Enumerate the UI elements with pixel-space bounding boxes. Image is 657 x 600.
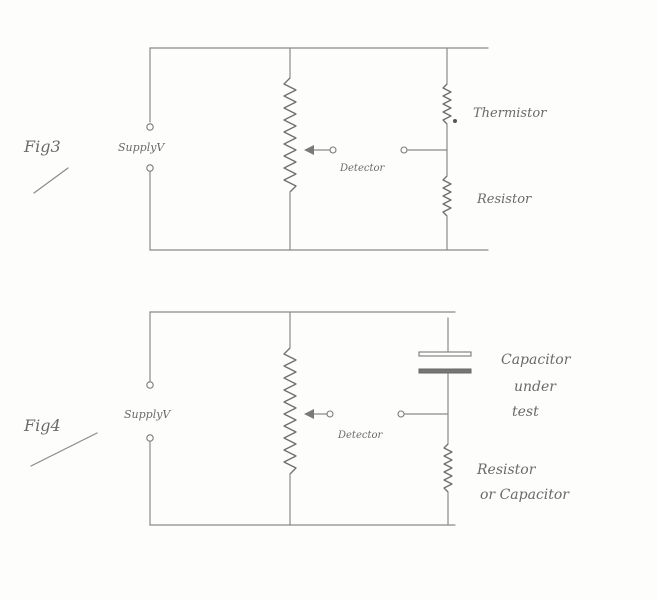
figure-3: Fig3 SupplyV Detector Thermistor Resisto… <box>23 47 547 251</box>
fig4-resistor-or-capacitor <box>443 443 453 493</box>
fig4-detector-terminal-right <box>397 410 405 418</box>
fig3-resistor-label: Resistor <box>476 192 532 207</box>
fig4-detector-label: Detector <box>337 430 384 441</box>
fig4-detector-terminal-left <box>326 410 334 418</box>
fig4-capacitor-label-line1: Capacitor <box>501 352 572 368</box>
fig3-supply-terminal-bottom <box>146 164 154 172</box>
fig4-label: Fig4 <box>23 416 61 435</box>
fig3-thermistor-label: Thermistor <box>473 106 547 121</box>
fig4-capacitor-plate-bottom <box>418 368 472 374</box>
fig4-resistor-label-line1: Resistor <box>476 462 537 478</box>
fig4-capacitor-plate-top <box>418 351 472 357</box>
fig3-wiper-arrow-icon <box>304 145 314 155</box>
fig4-capacitor-label-line3: test <box>512 404 539 420</box>
fig3-label: Fig3 <box>23 137 61 156</box>
fig4-supply-terminal-bottom <box>146 434 154 442</box>
fig3-supply-terminal-top <box>146 123 154 131</box>
fig3-detector-terminal-right <box>400 146 408 154</box>
fig4-supply-label: SupplyV <box>124 408 171 421</box>
fig3-thermistor-dot-icon <box>453 119 457 123</box>
fig3-potentiometer <box>283 77 297 193</box>
figure-4: Fig4 SupplyV Detector Capacitor under te… <box>23 311 572 526</box>
fig4-potentiometer <box>283 347 297 475</box>
fig3-detector-terminal-left <box>329 146 337 154</box>
fig4-resistor-label-line2: or Capacitor <box>480 487 570 503</box>
fig3-resistor <box>442 175 452 217</box>
fig4-supply-terminal-top <box>146 381 154 389</box>
fig4-label-underline <box>30 432 98 467</box>
fig4-capacitor-label-line2: under <box>514 379 557 395</box>
fig3-thermistor <box>442 83 452 125</box>
fig3-supply-label: SupplyV <box>118 141 165 154</box>
fig3-detector-label: Detector <box>339 163 386 174</box>
fig3-label-underline <box>33 167 69 194</box>
fig4-wiper-arrow-icon <box>304 409 314 419</box>
